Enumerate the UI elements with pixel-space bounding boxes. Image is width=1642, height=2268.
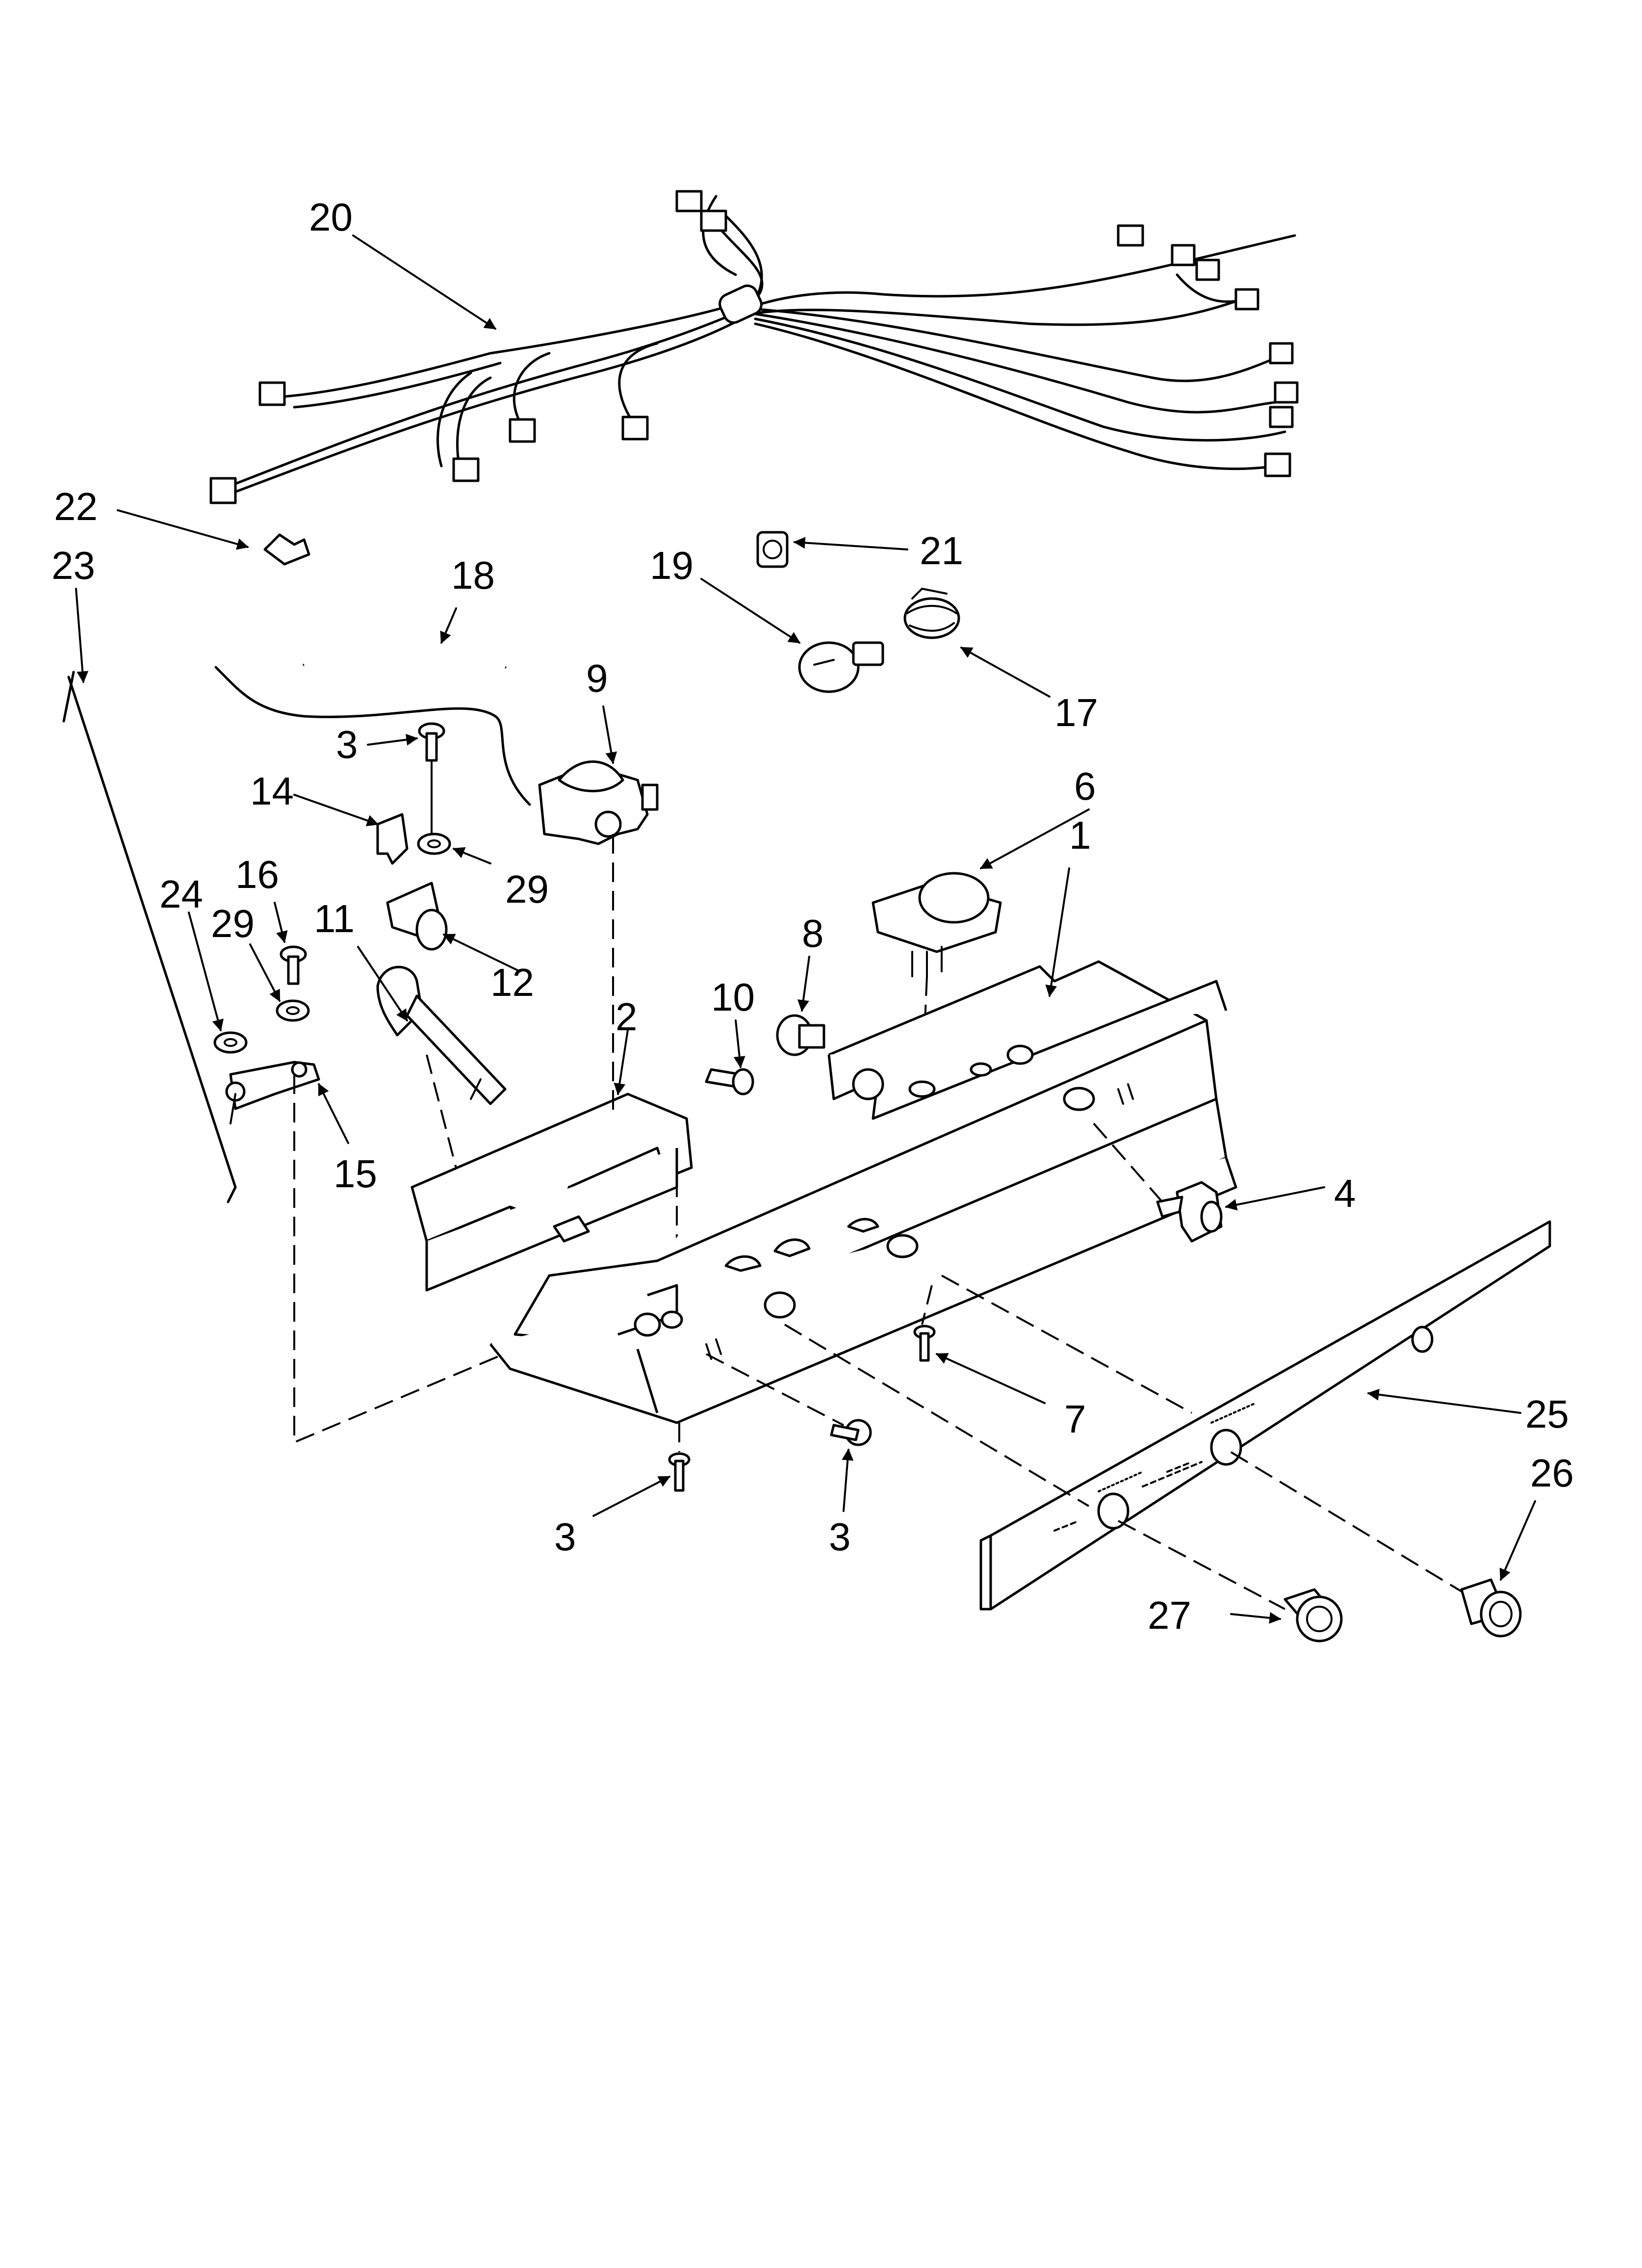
- callout-26: 26: [1530, 1451, 1574, 1495]
- part-7-screw: [913, 1325, 936, 1362]
- callout-10: 10: [711, 975, 755, 1019]
- capillary-line: [214, 666, 531, 806]
- part-21-socket: [756, 531, 789, 568]
- guide-line: [706, 1353, 844, 1426]
- guide-line: [1230, 1451, 1467, 1595]
- part-12-clamp: [386, 882, 448, 951]
- callout-6: 6: [1074, 764, 1096, 808]
- callout-25: 25: [1525, 1392, 1569, 1436]
- callout-3-lower-left: 3: [554, 1515, 576, 1559]
- wire-harness: [209, 190, 1299, 504]
- callout-29-lower: 29: [211, 902, 255, 945]
- part-6-timer: [872, 872, 1002, 977]
- part-25-control-panel: [979, 1220, 1551, 1611]
- callout-9: 9: [586, 656, 608, 700]
- callout-16: 16: [235, 853, 279, 896]
- part-16-screw: [280, 945, 307, 985]
- guide-line: [230, 1093, 236, 1124]
- callout-2: 2: [616, 995, 638, 1039]
- part-8-grommet: [776, 1014, 825, 1056]
- part-27-knob: [1283, 1588, 1343, 1642]
- callout-3-lower-right: 3: [829, 1515, 851, 1559]
- callout-8: 8: [802, 912, 824, 955]
- part-15-lever: [225, 1061, 320, 1110]
- leader-lines: [75, 235, 1536, 1624]
- guide-line: [784, 1324, 1090, 1507]
- part-4-switch: [1156, 1181, 1223, 1243]
- callout-27: 27: [1148, 1593, 1191, 1637]
- part-26-knob: [1460, 1578, 1522, 1638]
- part-1-control-housing: [489, 960, 1237, 1424]
- part-14-bracket: [376, 813, 409, 865]
- callout-3-upper: 3: [336, 723, 358, 766]
- callout-labels: 20 22 21 23 19 18 17 9 3 6 14 1 29 16 24…: [51, 195, 1574, 1637]
- part-3-screw-lower-left: [668, 1452, 691, 1492]
- part-10-screw: [705, 1068, 754, 1095]
- callout-4: 4: [1334, 1172, 1356, 1215]
- callout-21: 21: [920, 529, 963, 573]
- guide-line: [941, 1275, 1192, 1414]
- part-2-bracket: [410, 834, 693, 1292]
- part-23-rod: [62, 671, 237, 1203]
- callout-24: 24: [159, 872, 203, 916]
- part-29-washer-upper: [417, 833, 451, 855]
- callout-1: 1: [1069, 813, 1091, 857]
- callout-11: 11: [314, 897, 355, 940]
- part-9-control: [538, 760, 659, 845]
- callout-23: 23: [51, 544, 95, 587]
- part-19-light-bulb: [798, 641, 884, 693]
- guide-line: [921, 1285, 933, 1325]
- part-11-shaft: [376, 965, 507, 1105]
- part-18-tube: [303, 648, 507, 670]
- callout-12: 12: [490, 961, 534, 1004]
- callout-19: 19: [650, 544, 693, 587]
- part-29-washer-lower: [276, 999, 310, 1022]
- part-3-screw-upper: [418, 722, 445, 762]
- guide-line: [1118, 1520, 1285, 1610]
- callout-22: 22: [54, 485, 98, 528]
- callout-29-upper: 29: [505, 867, 549, 911]
- part-17-lamp-socket: [903, 588, 960, 639]
- callout-17: 17: [1054, 691, 1098, 734]
- callout-7: 7: [1064, 1397, 1086, 1441]
- callout-15: 15: [334, 1152, 377, 1196]
- callout-20: 20: [309, 195, 353, 239]
- callout-18: 18: [451, 553, 495, 597]
- guide-line: [1093, 1122, 1163, 1203]
- callout-14: 14: [250, 769, 294, 813]
- part-24-washer: [213, 1031, 248, 1054]
- guide-line: [426, 1054, 460, 1178]
- part-22-clip: [263, 533, 310, 566]
- part-3-screw-lower-right: [830, 1419, 872, 1446]
